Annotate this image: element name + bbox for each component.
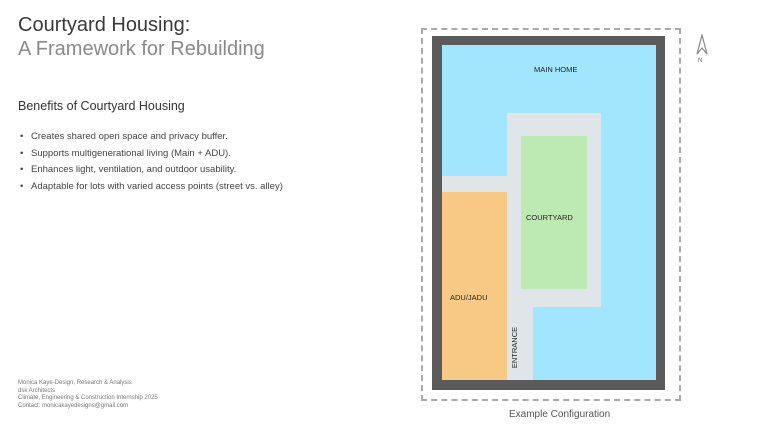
benefits-list: Creates shared open space and privacy bu… (18, 131, 283, 197)
list-item: Enhances light, ventilation, and outdoor… (18, 164, 283, 181)
north-arrow-icon (696, 34, 708, 55)
north-label: N (698, 58, 703, 64)
credit-line: Contact: monicakayedesigns@gmail.com (18, 402, 129, 409)
credit-line: Climate, Engineering & Construction Inte… (18, 395, 158, 401)
lot-boundary (421, 28, 681, 401)
entrance-label: ENTRANCE (510, 326, 520, 369)
list-item: Supports multigenerational living (Main … (18, 148, 283, 165)
circulation-path (442, 176, 512, 192)
diagram-caption: Example Configuration (509, 409, 611, 420)
main-home-label: MAIN HOME (534, 65, 578, 74)
title-line-1: Courtyard Housing: (18, 14, 191, 36)
credits: Monica Kaye-Design, Research & Analysis … (18, 380, 158, 410)
entrance-path (507, 300, 533, 380)
credit-line: Monica Kaye-Design, Research & Analysis (18, 380, 132, 386)
credit-line: dsk Architects (18, 387, 56, 394)
adu-label: ADU/JADU (450, 293, 488, 302)
courtyard (521, 136, 587, 289)
list-item: Adaptable for lots with varied access po… (18, 181, 283, 198)
list-item: Creates shared open space and privacy bu… (18, 131, 283, 148)
courtyard-label: COURTYARD (526, 213, 573, 222)
adu (442, 192, 507, 380)
section-heading: Benefits of Courtyard Housing (18, 99, 185, 113)
title-line-2: A Framework for Rebuilding (18, 38, 265, 60)
